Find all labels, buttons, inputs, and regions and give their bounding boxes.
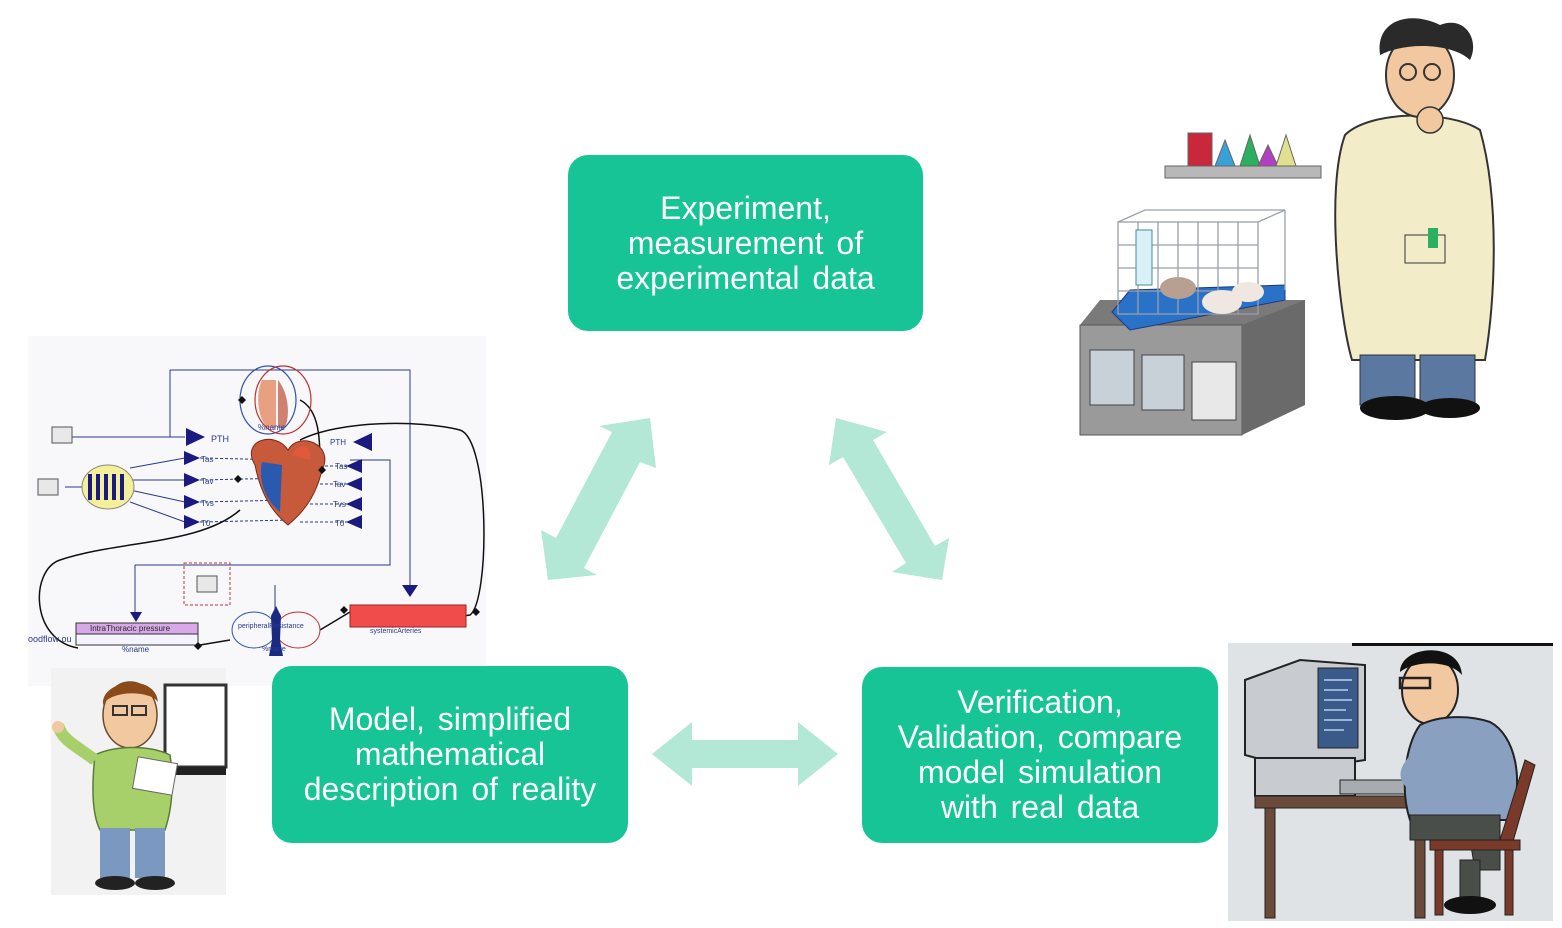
lung-left <box>258 380 276 428</box>
mouse-white-2 <box>1232 282 1264 302</box>
flask-green <box>1239 133 1261 167</box>
user-shoe <box>1444 896 1496 914</box>
label-name-left: %name <box>122 645 150 654</box>
experiment-box: Experiment, measurement of experimental … <box>568 155 923 331</box>
cabinet-side <box>1242 300 1305 435</box>
label-tvs-right: Tvs <box>333 500 346 509</box>
label-pth-right: PTH <box>330 438 346 447</box>
arrow-model-verification <box>652 722 838 786</box>
mouse-white-1 <box>1202 290 1242 314</box>
dashed-block <box>183 562 231 606</box>
user-glasses <box>1398 676 1432 690</box>
label-t0-right: T0 <box>335 519 345 528</box>
label-bloodflow: oodflow ou <box>28 634 72 644</box>
arrow-experiment-model <box>541 418 656 580</box>
label-tav-right: Tav <box>333 480 345 489</box>
aorta <box>292 445 311 460</box>
intrathoracic-bar-lower <box>75 633 199 646</box>
chair-leg-left <box>1434 849 1444 916</box>
label-tas-right: Tas <box>335 462 347 471</box>
label-systemic-arteries: systemicArteries <box>370 628 422 635</box>
teacher-glasses-left <box>112 705 128 716</box>
teacher-leg-right <box>135 828 165 878</box>
flask-red <box>1187 132 1213 167</box>
user-shirt <box>1403 716 1518 821</box>
flask-yellow <box>1275 133 1297 167</box>
lung-right <box>278 380 288 428</box>
lungs-outline-right <box>254 365 312 435</box>
source-block-2 <box>37 478 59 496</box>
flask-purple <box>1257 143 1279 167</box>
label-tav-left: Tav <box>201 477 213 486</box>
chair-leg-right <box>1504 849 1514 916</box>
teacher-shoe-right <box>135 876 175 890</box>
scientist-hand <box>1416 106 1444 134</box>
scientist-leg-right <box>1419 354 1476 406</box>
water-bottle <box>1135 229 1153 286</box>
teacher-screen <box>163 683 228 769</box>
scientist-glasses-right <box>1423 63 1441 81</box>
label-name-lungs: %name <box>258 423 286 432</box>
teacher-shoe-left <box>95 876 135 890</box>
monitor-screen <box>1317 667 1359 749</box>
verification-box: Verification, Validation, compare model … <box>862 667 1218 843</box>
scientist-glasses-left <box>1399 63 1417 81</box>
mouse-brown <box>1160 277 1196 299</box>
label-tas-left: Tas <box>201 455 213 464</box>
coat-pocket <box>1404 234 1446 264</box>
pocket-pen <box>1428 228 1438 248</box>
arrow-experiment-verification <box>829 418 949 580</box>
top-border <box>1352 643 1553 646</box>
teacher-desk <box>160 767 226 775</box>
label-peripheral: peripheralResistance <box>238 623 304 630</box>
label-pth-left: PTH <box>211 434 229 444</box>
teacher-glasses-right <box>131 705 147 716</box>
cabinet-door-1 <box>1089 349 1135 406</box>
model-text: Model, simplified mathematical descripti… <box>303 701 597 807</box>
human-figure-icon <box>269 606 283 656</box>
desk-leg-left <box>1264 807 1276 919</box>
chair-seat <box>1429 839 1521 851</box>
heart-right-side <box>260 462 282 512</box>
label-tvs-left: Tvs <box>201 499 214 508</box>
cabinet-door-3 <box>1191 361 1237 421</box>
source-block-3 <box>196 575 218 593</box>
label-t0-left: T0 <box>201 519 211 528</box>
scientist-shoe-right <box>1420 398 1480 418</box>
verification-text: Verification, Validation, compare model … <box>897 684 1183 825</box>
scientist-hair <box>1379 18 1474 60</box>
systemic-arteries-bar <box>349 604 467 628</box>
experiment-text: Experiment, measurement of experimental … <box>616 189 875 296</box>
cabinet-door-2 <box>1141 354 1185 411</box>
label-name-center: %name <box>262 646 286 653</box>
user-hair <box>1400 650 1462 675</box>
teacher-hair <box>102 682 158 705</box>
teacher-leg-left <box>100 828 130 878</box>
scientist-shoe-left <box>1360 396 1430 420</box>
model-box: Model, simplified mathematical descripti… <box>272 666 628 843</box>
user-arm <box>1400 745 1430 791</box>
flask-blue <box>1214 138 1236 167</box>
label-intrathoracic: IntraThoracic pressure <box>90 624 171 633</box>
teacher-papers <box>131 756 179 796</box>
teacher-hand <box>52 721 64 733</box>
source-block-1 <box>51 426 73 444</box>
